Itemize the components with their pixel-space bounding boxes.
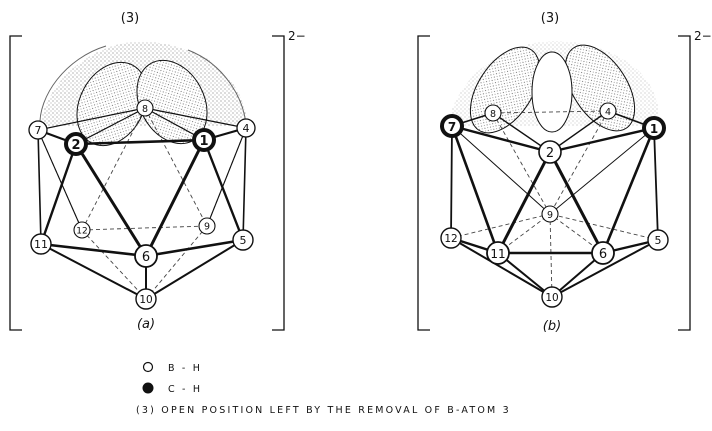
left-bracket-b [417, 35, 430, 331]
legend-bh: B - H [142, 361, 202, 374]
svg-text:6: 6 [142, 250, 150, 265]
atoms-b: 7 8 4 1 2 9 12 [440, 102, 669, 308]
atom-8: 8 [136, 99, 154, 117]
atom-11: 11 [486, 241, 510, 265]
atom-12: 12 [440, 227, 462, 249]
atom-7: 7 [28, 120, 48, 140]
atom-12: 12 [73, 221, 91, 239]
svg-text:1: 1 [199, 134, 208, 149]
charge-label-b: 2− [694, 29, 712, 43]
panel-caption-a: (a) [137, 317, 155, 332]
atom-4: 4 [599, 102, 617, 120]
svg-text:7: 7 [35, 124, 42, 137]
atom-6: 6 [134, 244, 158, 268]
atom-6: 6 [591, 241, 615, 265]
open-position-label-b: (3) [541, 11, 559, 26]
svg-text:B - H: B - H [168, 363, 202, 374]
open-position-label-a: (3) [121, 11, 139, 26]
atom-10: 10 [135, 288, 157, 310]
svg-text:6: 6 [599, 247, 607, 262]
atom-5: 5 [647, 229, 669, 251]
legend-open-position: (3) OPEN POSITION LEFT BY THE REMOVAL OF… [136, 405, 511, 416]
svg-text:9: 9 [547, 210, 553, 221]
right-bracket-b [678, 35, 691, 331]
atom-9: 9 [198, 217, 216, 235]
atom-8: 8 [484, 104, 502, 122]
atom-5: 5 [232, 229, 254, 251]
svg-text:1: 1 [650, 122, 658, 136]
svg-text:11: 11 [34, 238, 48, 251]
panel-a: (3) 2− [9, 11, 306, 332]
svg-text:4: 4 [605, 107, 611, 118]
orbital-lobes-b [448, 41, 659, 134]
svg-text:12: 12 [444, 233, 457, 245]
svg-text:8: 8 [490, 109, 496, 120]
svg-text:C - H: C - H [168, 384, 202, 395]
svg-text:5: 5 [240, 234, 247, 247]
svg-text:9: 9 [204, 222, 210, 233]
filled-circle-icon [142, 382, 154, 394]
atom-10: 10 [541, 286, 563, 308]
orbital-lobes-a [39, 41, 247, 147]
atom-9: 9 [541, 205, 559, 223]
svg-text:10: 10 [139, 294, 152, 306]
svg-text:(3) OPEN POSITION LEFT BY: (3) OPEN POSITION LEFT BY THE REMOVAL OF… [136, 405, 511, 416]
atom-7: 7 [440, 114, 464, 138]
svg-text:8: 8 [142, 104, 148, 115]
svg-text:10: 10 [545, 292, 558, 304]
atom-11: 11 [30, 233, 52, 255]
atoms-a: 7 2 8 1 4 12 9 [28, 99, 256, 310]
svg-text:7: 7 [448, 120, 456, 134]
panel-b: (3) 2− [417, 11, 712, 334]
panel-caption-b: (b) [543, 319, 561, 334]
legend-ch: C - H [142, 382, 202, 395]
left-bracket-a [9, 35, 22, 331]
atom-4: 4 [236, 118, 256, 138]
atom-2: 2 [64, 132, 88, 156]
open-circle-icon [142, 361, 154, 373]
svg-text:4: 4 [243, 122, 250, 135]
svg-text:2: 2 [546, 146, 554, 161]
atom-1: 1 [192, 128, 216, 152]
charge-label-a: 2− [288, 29, 306, 43]
atom-1: 1 [642, 116, 666, 140]
svg-text:5: 5 [655, 234, 662, 247]
legend: B - H C - H (3) OPEN POSITION LEFT BY TH… [136, 361, 511, 416]
right-bracket-a [272, 35, 285, 331]
svg-text:11: 11 [490, 247, 505, 261]
back-bonds-b [450, 110, 659, 298]
svg-text:2: 2 [71, 138, 80, 153]
svg-text:12: 12 [76, 227, 87, 237]
atom-2: 2 [538, 140, 562, 164]
front-bonds-b [449, 110, 660, 298]
